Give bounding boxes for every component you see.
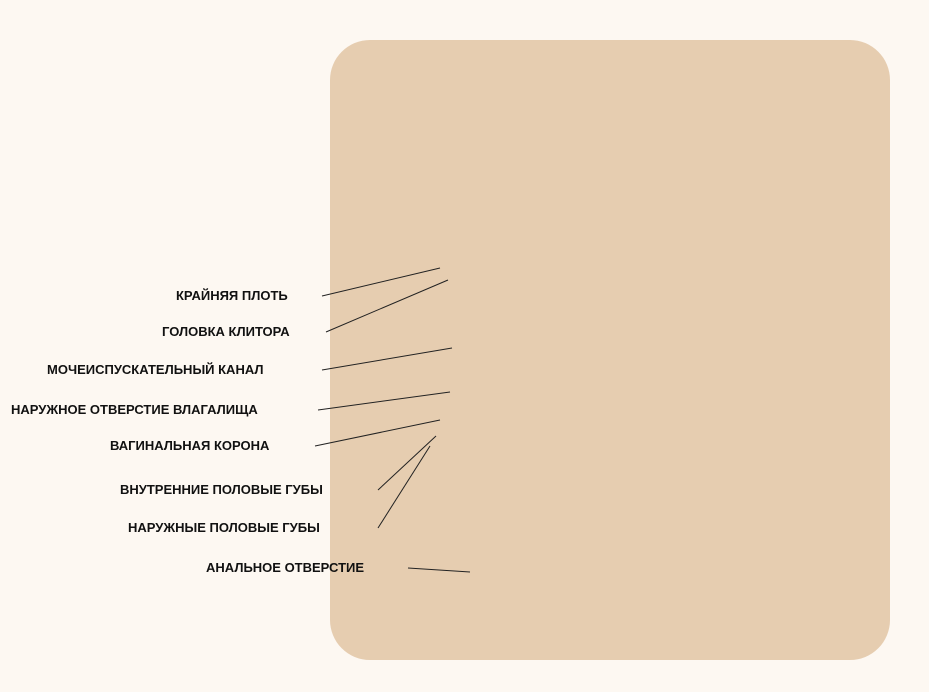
label-1: КРАЙНЯЯ ПЛОТЬ (176, 288, 288, 303)
label-8: АНАЛЬНОЕ ОТВЕРСТИЕ (206, 560, 364, 575)
label-5: ВАГИНАЛЬНАЯ КОРОНА (110, 438, 269, 453)
label-4: НАРУЖНОЕ ОТВЕРСТИЕ ВЛАГАЛИЩА (11, 402, 258, 417)
label-7: НАРУЖНЫЕ ПОЛОВЫЕ ГУБЫ (128, 520, 320, 535)
label-3: МОЧЕИСПУСКАТЕЛЬНЫЙ КАНАЛ (47, 362, 264, 377)
label-6: ВНУТРЕННИЕ ПОЛОВЫЕ ГУБЫ (120, 482, 323, 497)
label-2: ГОЛОВКА КЛИТОРА (162, 324, 290, 339)
